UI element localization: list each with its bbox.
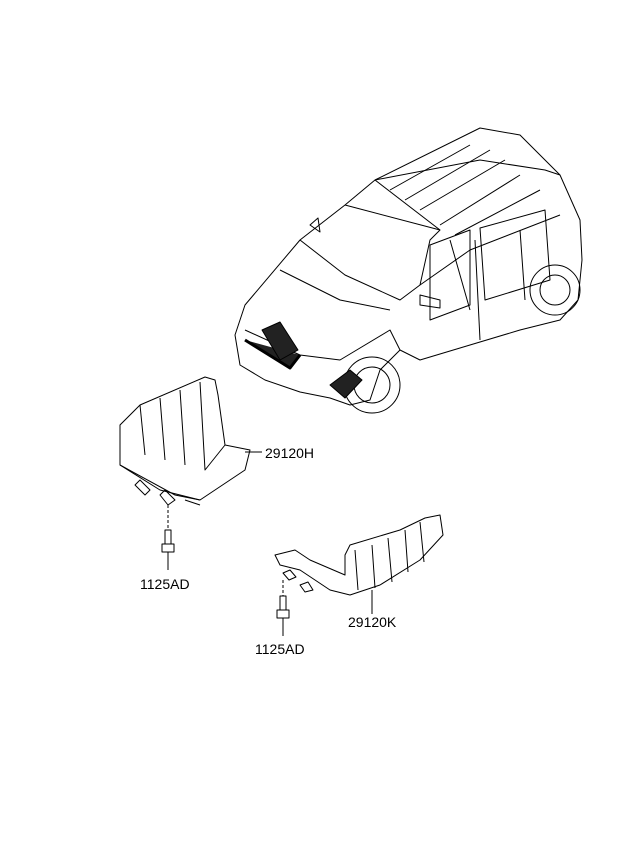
vehicle-illustration <box>234 127 583 414</box>
side-under-cover-shape <box>274 514 444 596</box>
part-label-29120K: 29120K <box>348 614 397 630</box>
part-label-1125AD-side: 1125AD <box>255 641 305 657</box>
front-bolt-shape <box>161 505 175 570</box>
part-label-1125AD-front: 1125AD <box>140 576 190 592</box>
side-bolt-shape <box>276 580 290 636</box>
front-under-cover-shape <box>119 376 251 506</box>
part-label-29120H: 29120H <box>265 445 315 461</box>
